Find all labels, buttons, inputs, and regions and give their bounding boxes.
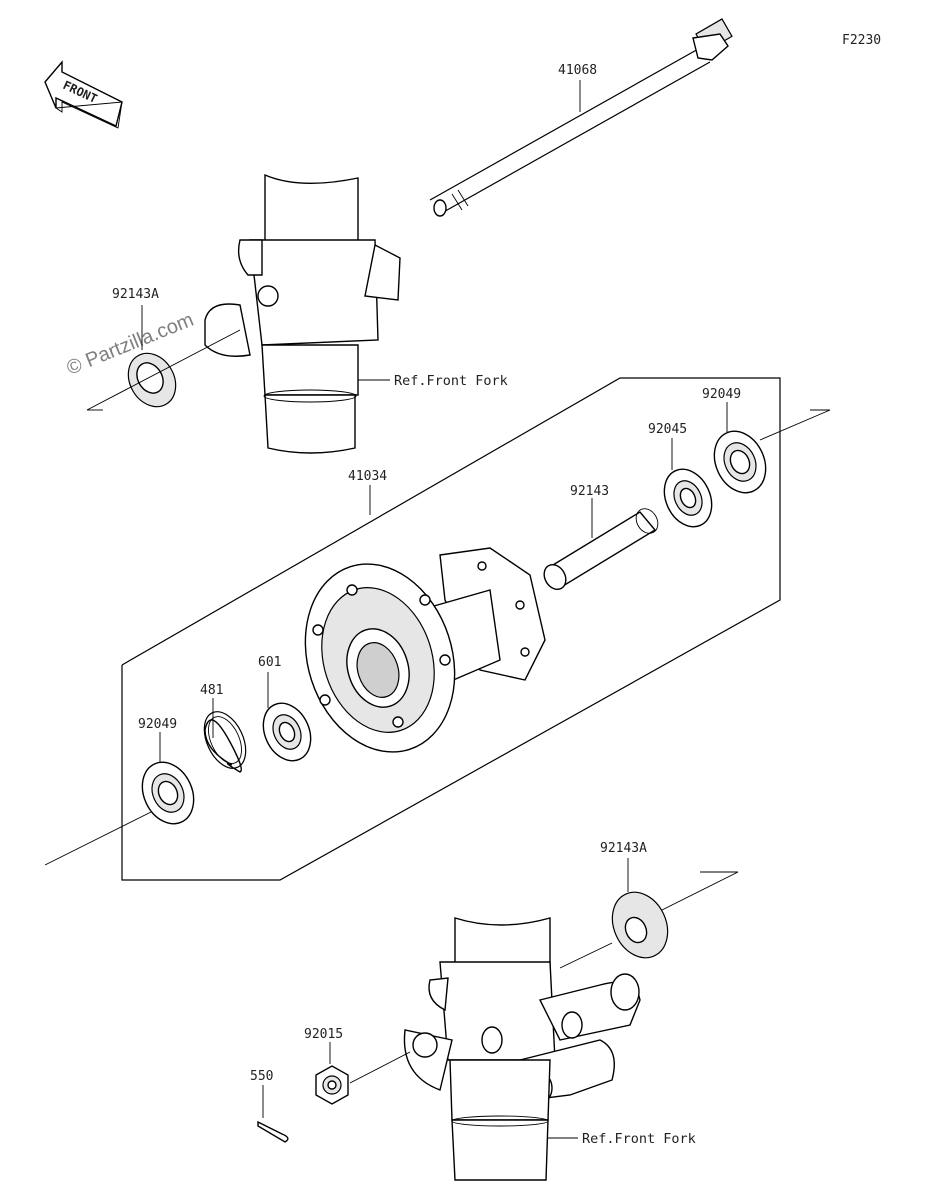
label-92015: 92015 <box>304 1027 343 1042</box>
label-41068: 41068 <box>558 63 597 78</box>
hub-41034[interactable] <box>282 544 546 771</box>
label-550: 550 <box>250 1069 273 1084</box>
bearing-92045[interactable] <box>655 462 720 535</box>
label-92143a-top: 92143A <box>112 287 159 302</box>
diagram-code: F2230 <box>842 33 881 48</box>
ref-front-fork-top: Ref.Front Fork <box>394 373 508 389</box>
axle-41068[interactable] <box>429 18 733 217</box>
oil-seal-92049-left[interactable] <box>133 754 204 832</box>
label-92045: 92045 <box>648 422 687 437</box>
front-arrow-icon: FRONT <box>44 60 123 129</box>
bearing-601[interactable] <box>254 696 319 769</box>
label-601: 601 <box>258 655 281 670</box>
cotter-pin-550[interactable] <box>257 1120 289 1143</box>
label-41034: 41034 <box>348 469 387 484</box>
label-92143a-bottom: 92143A <box>600 841 647 856</box>
front-fork-bottom <box>403 917 641 1181</box>
label-481: 481 <box>200 683 223 698</box>
circlip-481[interactable] <box>196 705 254 775</box>
front-fork-top <box>204 173 401 454</box>
label-92143: 92143 <box>570 484 609 499</box>
label-92049-left: 92049 <box>138 717 177 732</box>
axle-nut-92015[interactable] <box>315 1065 349 1105</box>
oil-seal-92049-right[interactable] <box>705 423 776 501</box>
ref-front-fork-bottom: Ref.Front Fork <box>582 1131 696 1147</box>
spacer-92143[interactable] <box>540 505 662 594</box>
label-92049-right: 92049 <box>702 387 741 402</box>
collar-92143a-bottom[interactable] <box>602 883 678 967</box>
